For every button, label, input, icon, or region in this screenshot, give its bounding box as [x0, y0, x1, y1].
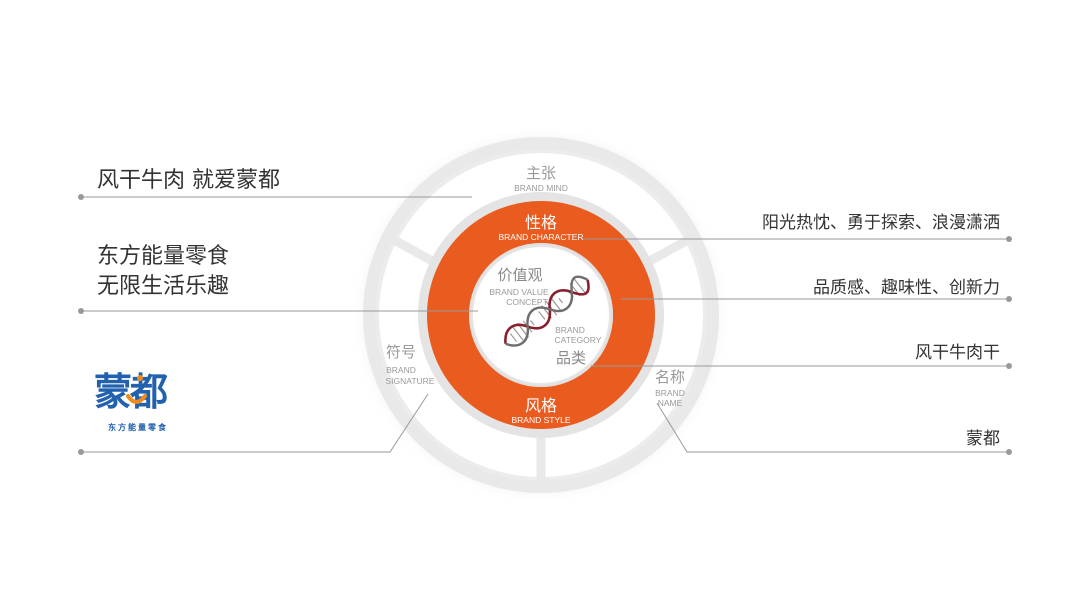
orange-ring — [427, 201, 655, 429]
value-line-2: 无限生活乐趣 — [97, 274, 230, 299]
slogan-statement: 风干牛肉 就爱蒙都 — [97, 166, 280, 196]
logo-dot-icon — [137, 375, 143, 381]
core-category-zh: 品类 — [556, 349, 586, 367]
outer-top-en: BRAND MIND — [514, 183, 568, 193]
category-statement: 风干牛肉干 — [915, 343, 1000, 363]
outer-left-en2: SIGNATURE — [386, 376, 435, 386]
logo-tagline: 东方能量零食 — [108, 422, 168, 432]
logo-wordmark: 蒙都 — [94, 370, 168, 414]
ring-top-zh: 性格 — [525, 213, 557, 232]
slogan-line: 风干牛肉 就爱蒙都 — [97, 168, 280, 193]
core-value-en2: CONCEPT — [506, 297, 548, 307]
outer-right-en1: BRAND — [655, 388, 685, 398]
outer-top-zh: 主张 — [526, 164, 556, 182]
style-statement: 品质感、趣味性、创新力 — [813, 278, 1000, 298]
ring-bottom-en: BRAND STYLE — [511, 415, 570, 425]
value-statement: 东方能量零食 无限生活乐趣 — [97, 242, 229, 302]
outer-right-zh: 名称 — [655, 368, 685, 386]
outer-ring-spokes — [384, 232, 698, 490]
middle-gray-ring — [418, 192, 664, 438]
brand-logo: 蒙都 东方能量零食 — [94, 368, 190, 438]
core-value-zh: 价值观 — [497, 266, 542, 284]
leader-lines — [81, 196, 1009, 453]
ring-bottom-zh: 风格 — [525, 396, 557, 415]
core-value-en1: BRAND VALUE — [489, 287, 549, 297]
dna-helix-icon — [504, 275, 590, 347]
value-line-1: 东方能量零食 — [97, 244, 230, 269]
leader-line-signature — [81, 393, 429, 453]
core-category-en1: BRAND — [555, 325, 585, 335]
logo-smile-icon — [126, 394, 147, 404]
outer-right-en2: NAME — [658, 398, 683, 408]
leader-dots — [78, 194, 1012, 455]
ring-top-en: BRAND CHARACTER — [498, 232, 583, 242]
name-statement: 蒙都 — [966, 429, 1000, 449]
outer-left-zh: 符号 — [386, 343, 416, 361]
core-category-en2: CATEGORY — [555, 335, 602, 345]
outer-left-en1: BRAND — [386, 365, 416, 375]
leader-line-name — [656, 402, 1009, 453]
character-statement: 阳光热忱、勇于探索、浪漫潇洒 — [762, 213, 1000, 233]
